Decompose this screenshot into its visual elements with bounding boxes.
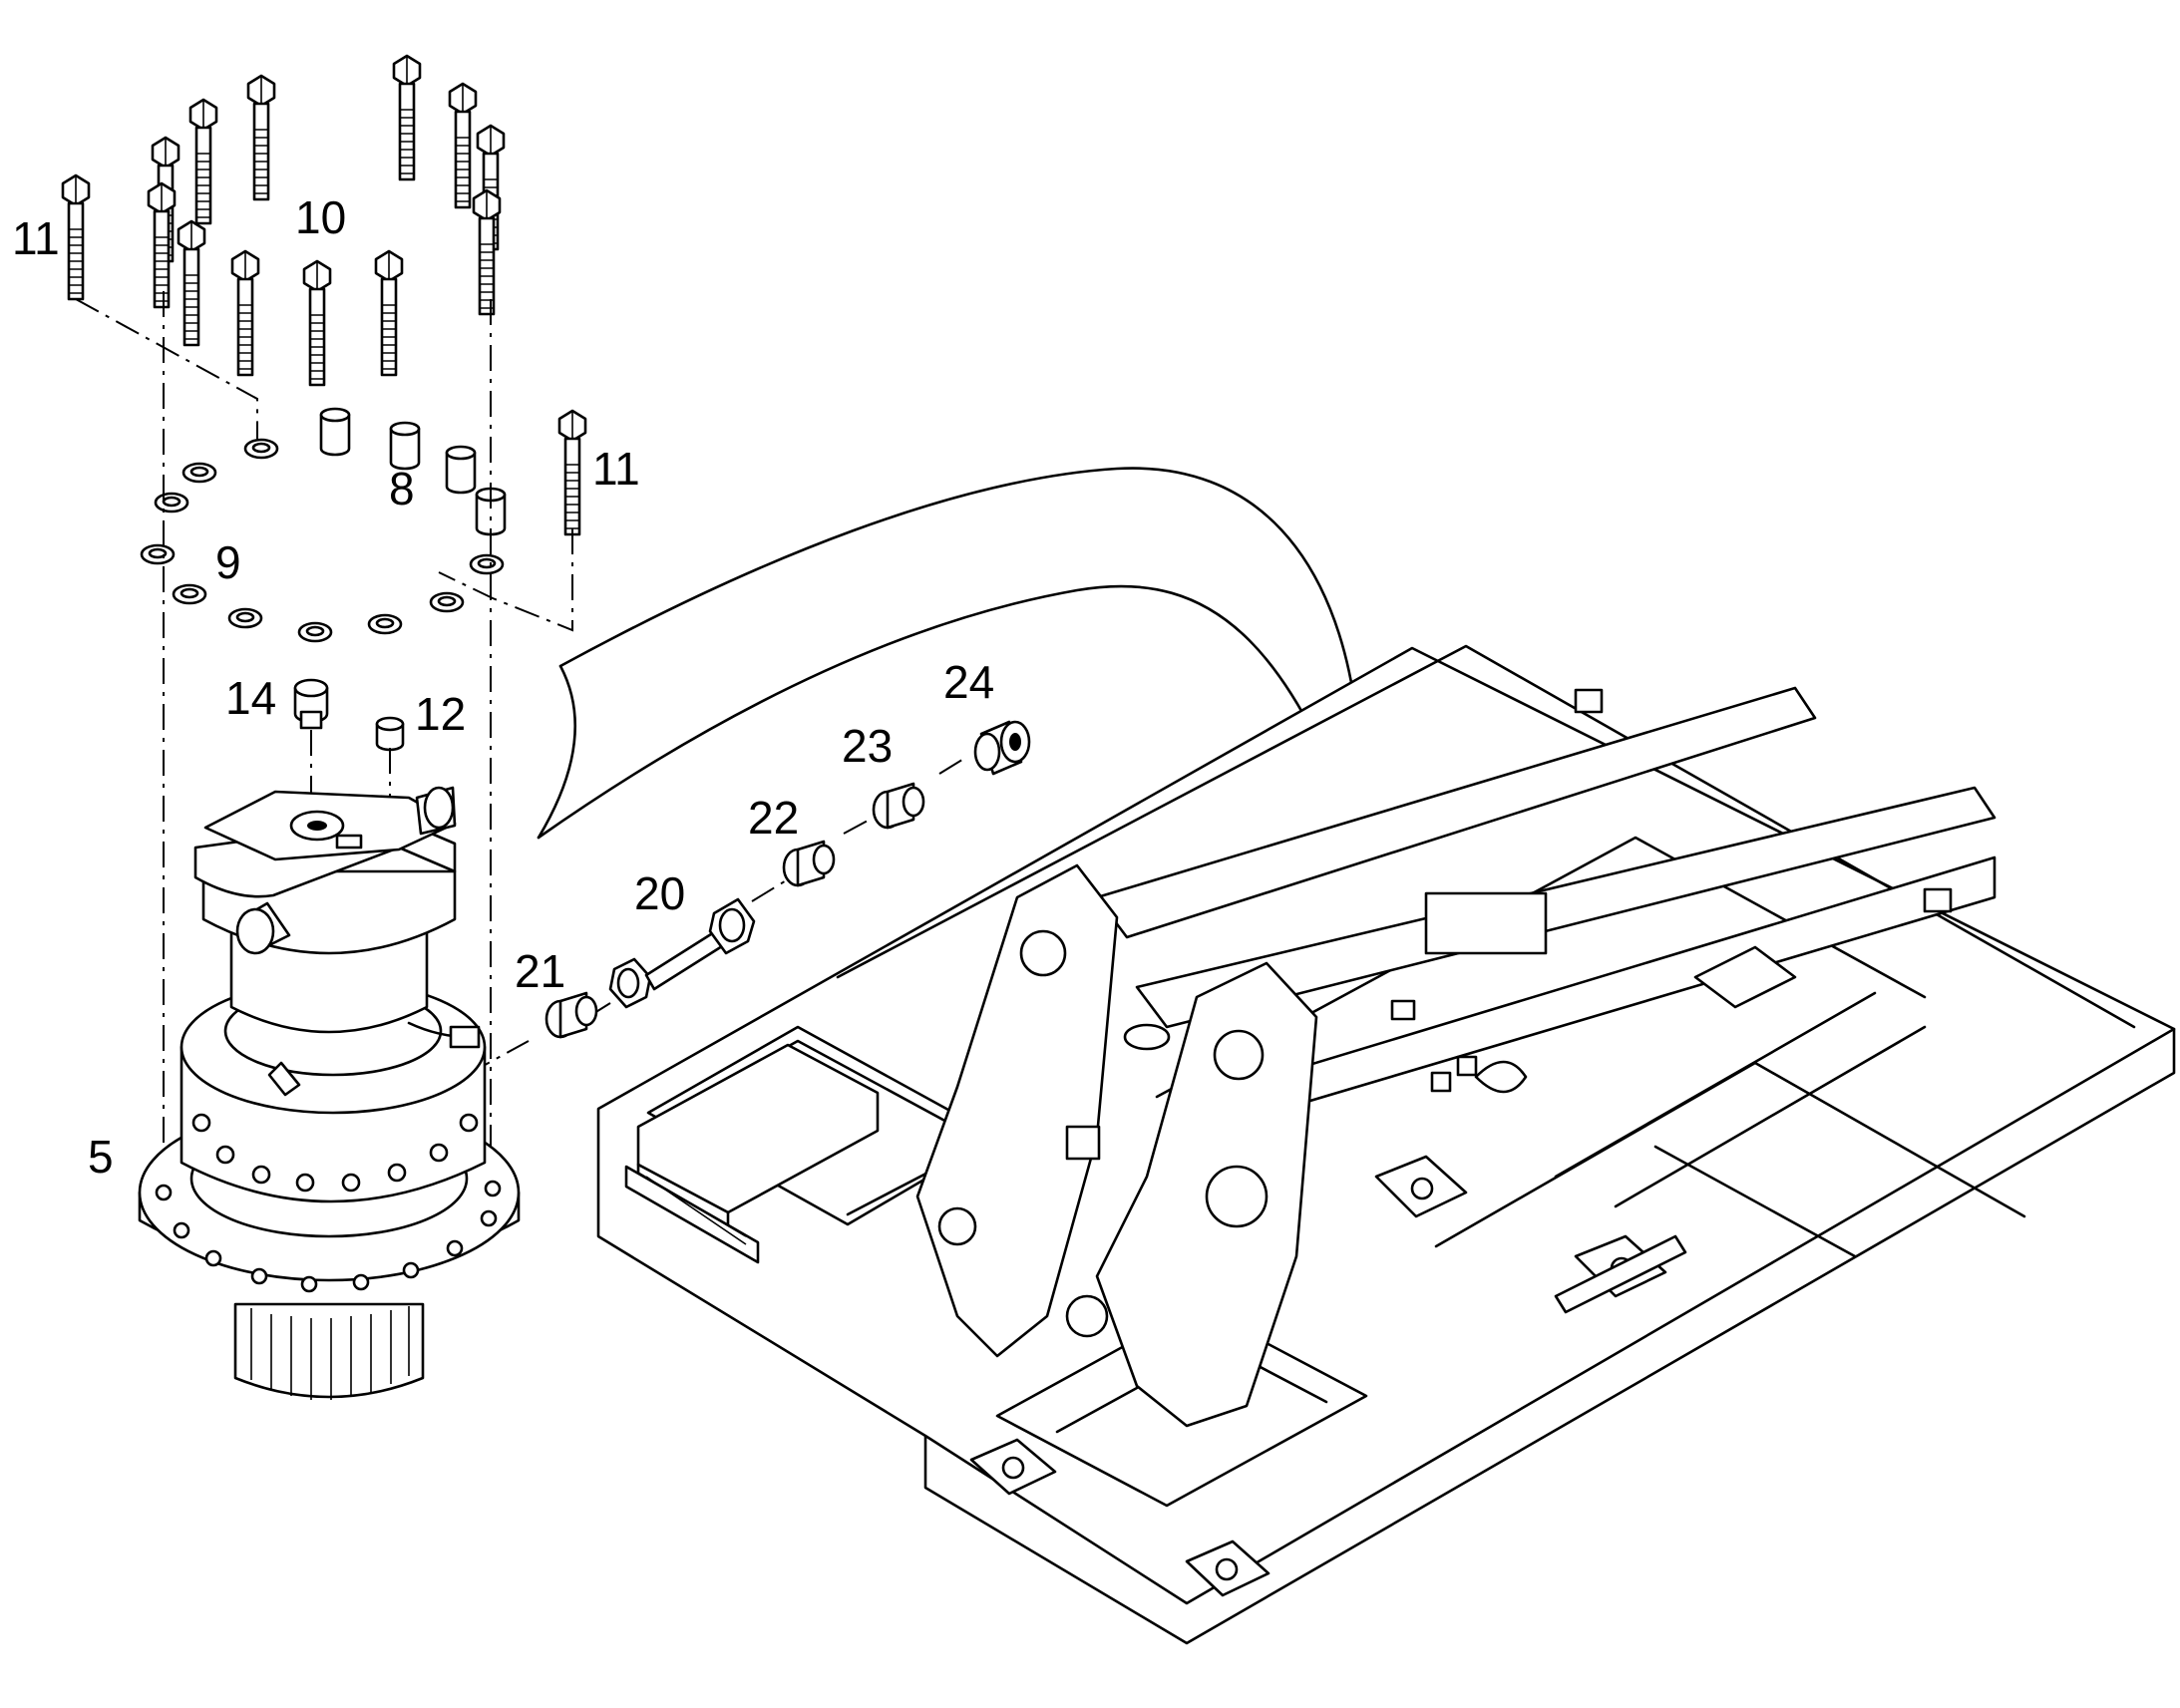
callout-11-right: 11 bbox=[592, 443, 640, 495]
callout-24: 24 bbox=[943, 656, 994, 708]
callout-20: 20 bbox=[634, 867, 685, 919]
callout-11-left: 11 bbox=[12, 212, 60, 264]
housing-bolts bbox=[191, 1113, 479, 1193]
fitting-14 bbox=[293, 678, 329, 730]
callout-labels: 11 10 11 8 9 14 12 24 23 22 20 21 5 bbox=[12, 191, 994, 1183]
callout-14: 14 bbox=[225, 672, 276, 724]
nut-20a bbox=[608, 957, 652, 1009]
callout-5: 5 bbox=[88, 1131, 114, 1183]
callout-10: 10 bbox=[295, 191, 346, 243]
callout-21: 21 bbox=[515, 945, 565, 997]
fitting-21 bbox=[545, 991, 598, 1039]
pipe-20 bbox=[644, 897, 756, 991]
callout-22: 22 bbox=[748, 792, 799, 844]
fitting-24 bbox=[973, 720, 1031, 776]
fitting-23 bbox=[872, 782, 925, 830]
upper-frame bbox=[596, 644, 2176, 1645]
fitting-12 bbox=[375, 716, 405, 752]
callout-12: 12 bbox=[415, 688, 466, 740]
bolt-11-right bbox=[557, 409, 587, 536]
callout-8: 8 bbox=[389, 463, 415, 514]
bolt-11-left bbox=[61, 173, 91, 301]
callout-9: 9 bbox=[215, 536, 241, 588]
flange-holes bbox=[155, 1180, 502, 1293]
fitting-22 bbox=[782, 840, 836, 887]
callout-23: 23 bbox=[842, 720, 893, 772]
swing-motor-assembly-5 bbox=[138, 786, 521, 1400]
